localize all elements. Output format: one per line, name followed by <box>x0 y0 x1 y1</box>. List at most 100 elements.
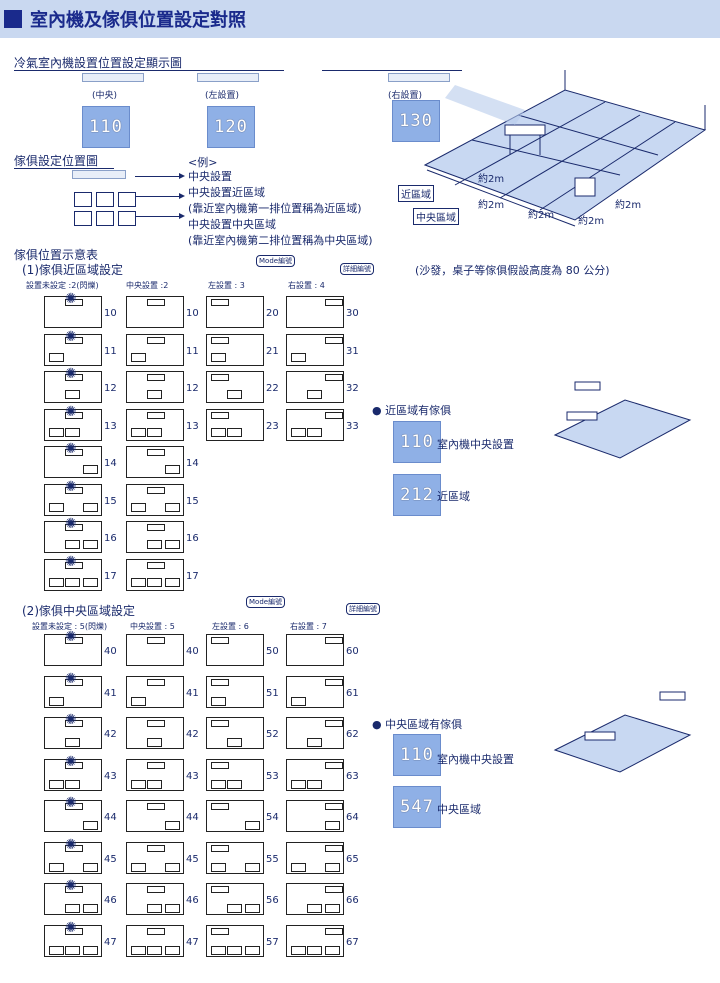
ac-mark-icon <box>325 336 343 344</box>
furniture-position-box <box>126 717 184 749</box>
column-header: 左設置 : 6 <box>212 622 249 631</box>
flash-icon: ✺ <box>65 919 77 936</box>
flash-icon: ✺ <box>65 795 77 811</box>
flash-icon: ✺ <box>65 836 77 853</box>
furniture-position-box <box>126 296 184 328</box>
furniture-position-box <box>206 408 264 441</box>
furniture-mark-icon <box>131 779 146 789</box>
setting-number: 14 <box>104 458 117 469</box>
ac-mark-icon <box>65 561 83 569</box>
ac-mark-icon <box>147 561 165 569</box>
furniture-position-box <box>126 408 184 441</box>
furniture-mark-icon <box>65 945 80 955</box>
furniture-mark-icon <box>307 390 322 399</box>
furniture-position-box: ✺ <box>44 795 102 832</box>
flash-icon: ✺ <box>65 553 77 570</box>
furniture-position-box: ✺ <box>44 516 102 553</box>
setting-number: 44 <box>104 812 117 823</box>
ac-mark-icon <box>65 761 83 769</box>
furniture-mark-icon <box>291 862 306 872</box>
room-diagram <box>423 70 707 227</box>
setting-number: 52 <box>266 729 279 740</box>
furniture-mark-icon <box>211 427 226 437</box>
ac-mark-icon <box>65 524 83 531</box>
ac-mark-icon <box>325 678 343 686</box>
ac-mark-icon <box>147 803 165 810</box>
setting-number: 55 <box>266 853 279 865</box>
lcd-display: 547 <box>393 786 441 828</box>
furniture-position-box: ✺ <box>44 329 102 366</box>
dimension-label: 約2m <box>578 216 605 227</box>
column-header: 設置未設定 :2(閃爍) <box>26 281 99 290</box>
setting-number: 45 <box>186 853 199 865</box>
ac-mark-icon <box>211 374 229 381</box>
furniture-position-box <box>206 333 264 366</box>
furniture-position-box <box>126 634 184 666</box>
furniture-mark-icon <box>147 577 162 587</box>
ac-mark-icon <box>325 411 343 419</box>
furniture-position-box: ✺ <box>44 554 102 591</box>
furniture-mark-icon <box>325 821 340 830</box>
ac-mark-icon <box>211 411 229 419</box>
ac-mark-icon <box>65 374 83 381</box>
furniture-position-box <box>206 841 264 874</box>
furniture-position-box <box>126 333 184 366</box>
setting-number: 12 <box>186 383 199 394</box>
ac-mark-icon <box>325 761 343 769</box>
setting-number: 21 <box>266 345 279 357</box>
setting-number: 45 <box>104 853 117 865</box>
furniture-position-box <box>126 883 184 915</box>
furniture-mark-icon <box>211 352 226 362</box>
ac-unit-icon <box>82 73 144 82</box>
section2-title: (2)傢俱中央區域設定 <box>22 604 135 618</box>
flash-icon: ✺ <box>65 516 77 532</box>
setting-number: 13 <box>104 420 117 432</box>
furniture-mark-icon <box>49 945 64 955</box>
ac-mark-icon <box>65 336 83 344</box>
flash-icon: ✺ <box>65 670 77 687</box>
furniture-mark-icon <box>83 465 98 474</box>
lcd-display: 110 <box>393 421 441 463</box>
ac-mark-icon <box>147 299 165 306</box>
ac-mark-icon <box>147 927 165 935</box>
furniture-position-box <box>126 800 184 832</box>
zone-label: 中央區域 <box>413 208 459 225</box>
flash-icon: ✺ <box>65 328 77 345</box>
flash-icon: ✺ <box>65 629 77 645</box>
furniture-position-box <box>126 924 184 957</box>
example-heading: ● 近區域有傢俱 <box>372 404 452 417</box>
setting-number: 63 <box>346 770 359 782</box>
furniture-position-box <box>286 883 344 915</box>
column-header: 右設置 : 7 <box>290 622 327 631</box>
ac-mark-icon <box>325 299 343 306</box>
ac-mark-icon <box>325 637 343 644</box>
setting-number: 61 <box>346 687 359 699</box>
ac-mark-icon <box>211 761 229 769</box>
setting-number: 57 <box>266 936 279 948</box>
furniture-mark-icon <box>49 779 64 789</box>
unit-position-label: (中央) <box>92 91 118 101</box>
ac-mark-icon <box>147 844 165 852</box>
furniture-mark-icon <box>227 427 242 437</box>
ac-mark-icon <box>147 449 165 456</box>
height-note: (沙發，桌子等傢俱假設高度為 80 公分) <box>415 264 610 277</box>
furniture-position-box <box>286 717 344 749</box>
setting-number: 11 <box>186 345 199 357</box>
setting-number: 33 <box>346 420 359 432</box>
zone-label: 近區域 <box>398 185 434 202</box>
furniture-mark-icon <box>131 427 146 437</box>
setting-number: 43 <box>186 770 199 782</box>
furniture-position-box <box>286 333 344 366</box>
furniture-position-box <box>206 883 264 915</box>
furniture-position-box <box>126 758 184 791</box>
furniture-position-box: ✺ <box>44 920 102 957</box>
setting-number: 46 <box>186 895 199 906</box>
grid-icon <box>72 210 138 231</box>
furniture-position-box <box>286 758 344 791</box>
furniture-position-box <box>206 371 264 403</box>
furniture-mark-icon <box>325 904 340 913</box>
setting-number: 32 <box>346 383 359 394</box>
dimension-label: 約2m <box>528 210 555 221</box>
arrow-icon <box>135 193 185 199</box>
furniture-mark-icon <box>291 779 306 789</box>
